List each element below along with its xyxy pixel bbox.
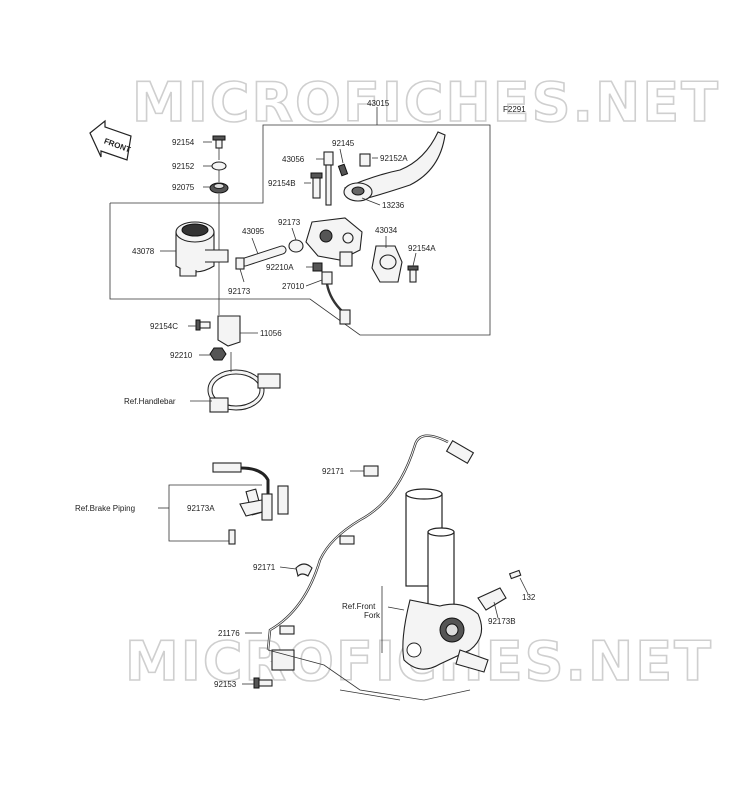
label-11056: 11056 — [260, 329, 282, 338]
label-ref-handlebar: Ref.Handlebar — [124, 397, 176, 406]
abs-sensor — [271, 649, 295, 671]
front-fork — [402, 488, 489, 673]
label-92210: 92210 — [170, 351, 193, 360]
label-92154a: 92154A — [408, 244, 436, 253]
label-ref-front-fork-1: Ref.Front — [342, 602, 376, 611]
label-92154c: 92154C — [150, 322, 178, 331]
bolt-92154 — [212, 135, 226, 149]
label-27010: 27010 — [282, 282, 305, 291]
bolt-92154b — [310, 172, 323, 199]
sensor-line-21176 — [266, 434, 475, 651]
pushrod-43056 — [323, 151, 334, 206]
label-92171-lower: 92171 — [253, 563, 276, 572]
label-92173-right: 92173 — [278, 218, 301, 227]
bolt-92154a — [407, 265, 419, 283]
bushing-92152a — [359, 153, 371, 167]
label-92210a: 92210A — [266, 263, 294, 272]
clip-92171-upper — [363, 465, 379, 477]
label-92075: 92075 — [172, 183, 195, 192]
label-92173-left: 92173 — [228, 287, 251, 296]
switch-27010 — [321, 271, 351, 325]
handlebar-clamp — [207, 369, 281, 413]
washer-92152 — [211, 161, 227, 171]
label-ref-brake-piping: Ref.Brake Piping — [75, 504, 135, 513]
label-92153: 92153 — [214, 680, 237, 689]
grommet-92075 — [209, 182, 229, 194]
assembly-outline — [109, 124, 491, 336]
label-43078: 43078 — [132, 247, 155, 256]
label-92152a: 92152A — [380, 154, 408, 163]
label-92145: 92145 — [332, 139, 355, 148]
bracket-92173b — [477, 587, 507, 611]
spring-92145 — [337, 163, 349, 177]
label-13236: 13236 — [382, 201, 405, 210]
master-cylinder — [305, 217, 363, 267]
watermark-top: MICROFICHES.NET — [132, 71, 720, 134]
reservoir-43078 — [175, 221, 229, 277]
label-21176: 21176 — [218, 629, 240, 638]
clamp-43034 — [371, 245, 403, 283]
figure-code: F2291 — [503, 105, 526, 114]
lever-13236 — [343, 131, 446, 202]
clip-92171-lower — [295, 563, 313, 578]
nut-92210a — [312, 262, 323, 272]
label-43015: 43015 — [367, 99, 390, 108]
hose-43095 — [240, 245, 287, 267]
label-ref-front-fork-2: Fork — [364, 611, 381, 620]
label-92171-upper: 92171 — [322, 467, 345, 476]
bracket-92173a — [239, 499, 263, 517]
label-92152: 92152 — [172, 162, 195, 171]
label-92173a: 92173A — [187, 504, 215, 513]
label-43056: 43056 — [282, 155, 305, 164]
bolt-92153 — [253, 677, 273, 689]
bolt-92173a — [228, 529, 236, 545]
label-43034: 43034 — [375, 226, 398, 235]
bolt-92154c — [195, 319, 211, 331]
clamp-92173-left — [235, 257, 245, 270]
label-92173b: 92173B — [488, 617, 516, 626]
label-132: 132 — [522, 593, 536, 602]
front-arrow-icon: FRONT — [89, 119, 132, 161]
bracket-11056 — [217, 315, 241, 347]
label-92154: 92154 — [172, 138, 195, 147]
label-92154b: 92154B — [268, 179, 296, 188]
nut-92210 — [209, 347, 227, 361]
clamp-92173-right — [288, 239, 304, 253]
label-43095: 43095 — [242, 227, 265, 236]
bolt-132 — [508, 569, 522, 580]
